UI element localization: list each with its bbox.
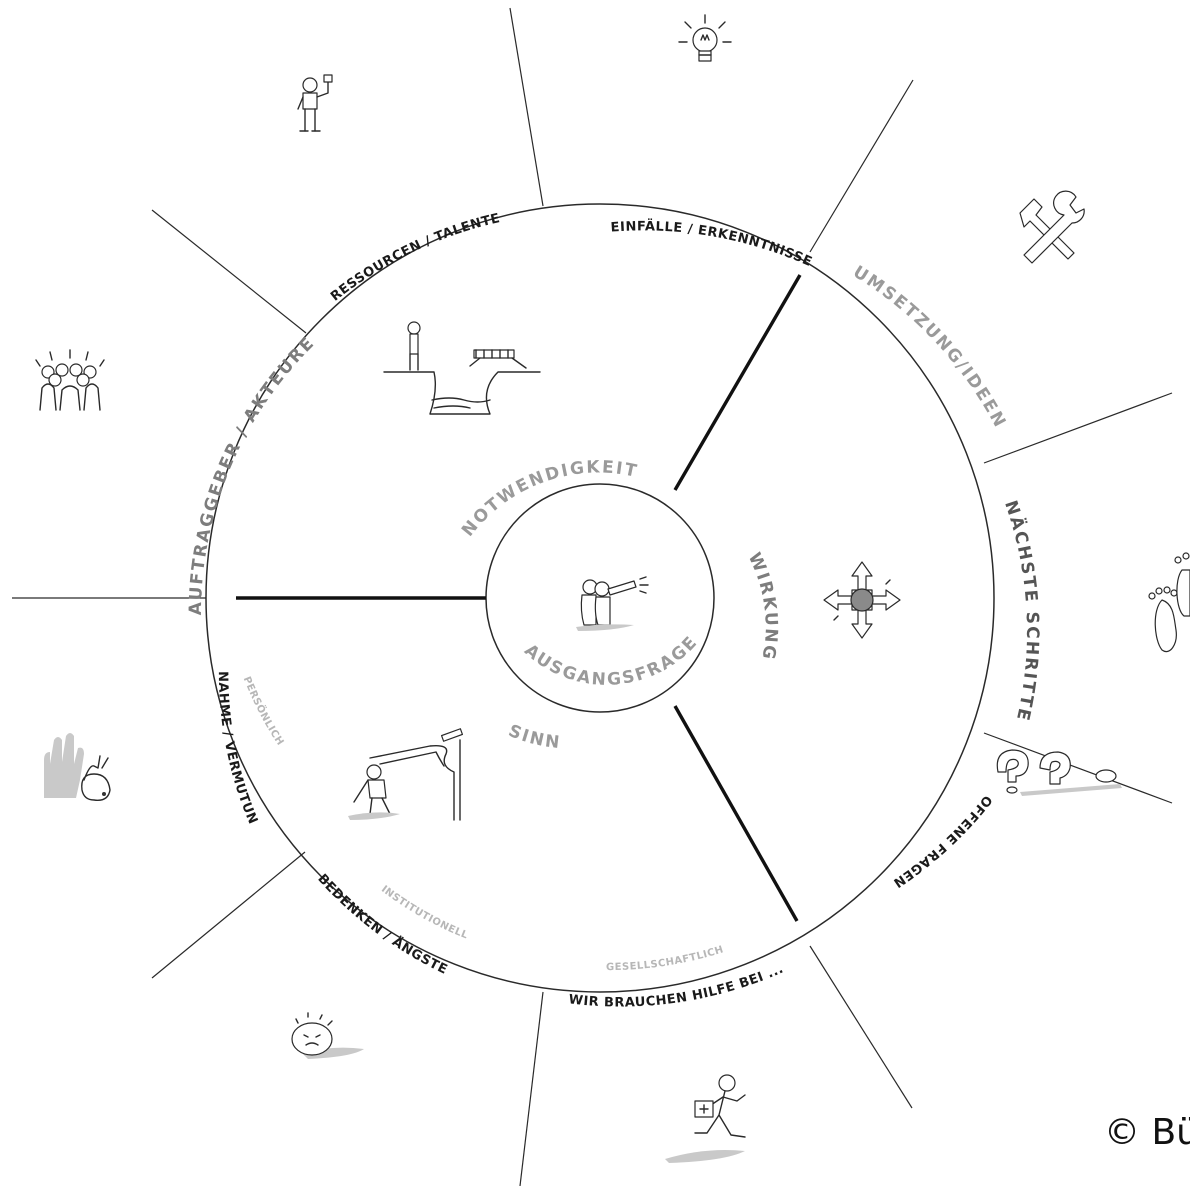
footprints-icon <box>1149 553 1190 652</box>
worried-stone-icon <box>292 1013 364 1059</box>
target-arrows-icon <box>824 562 900 638</box>
inner-divider-upper-right <box>675 275 800 490</box>
label-ressourcen: RESSOURCEN / TALENTE <box>328 211 502 304</box>
divider-line <box>152 852 305 978</box>
divider-line <box>810 80 913 252</box>
divider-line <box>984 393 1172 463</box>
label-persoenlich: PERSÖNLICH <box>241 675 286 748</box>
tools-icon <box>1020 191 1084 263</box>
inner-divider-lower-right <box>675 706 797 921</box>
hiker-path-icon <box>348 729 462 820</box>
telescope-group-icon <box>576 577 648 631</box>
copyright-text: © Bü <box>1104 1112 1190 1153</box>
inner-labels: NOTWENDIGKEIT AUSGANGSFRAGE WIRKUNG SINN <box>458 457 781 753</box>
sinn-dimension-labels: PERSÖNLICH INSTITUTIONELL GESELLSCHAFTLI… <box>241 675 725 973</box>
outer-labels: EINFÄLLE / ERKENNTNISSE RESSOURCEN / TAL… <box>0 0 1042 1011</box>
label-ausgangsfrage: AUSGANGSFRAGE <box>520 632 702 690</box>
divider-line <box>510 8 543 206</box>
label-gesellschaftlich: GESELLSCHAFTLICH <box>606 944 725 973</box>
strong-person-icon <box>298 75 332 131</box>
label-annahme: ANNAHME / VERMUTUNG <box>0 0 260 827</box>
label-sinn: SINN <box>506 721 563 753</box>
divider-line <box>152 210 306 333</box>
question-marks-icon <box>997 750 1122 796</box>
divider-line <box>520 992 543 1186</box>
label-wirkung: WIRKUNG <box>744 550 781 663</box>
rabbit-shadow-icon <box>44 733 110 800</box>
label-auftraggeber: AUFTRAGGEBER / AKTEURE <box>186 333 319 616</box>
lightbulb-icon <box>679 15 731 61</box>
divider-line <box>810 946 912 1108</box>
helper-running-icon <box>665 1075 745 1163</box>
bridge-gap-icon <box>384 322 540 414</box>
label-naechste-schritte: NÄCHSTE SCHRITTE <box>1000 498 1042 724</box>
label-hilfe: WIR BRAUCHEN HILFE BEI ... <box>568 961 786 1010</box>
crowd-icon <box>36 350 104 410</box>
label-einfaelle: EINFÄLLE / ERKENNTNISSE <box>610 218 814 270</box>
label-umsetzung: UMSETZUNG/IDEEN <box>849 262 1010 432</box>
label-offene-fragen: OFFENE FRAGEN <box>890 792 995 890</box>
label-notwendigkeit: NOTWENDIGKEIT <box>458 457 640 540</box>
